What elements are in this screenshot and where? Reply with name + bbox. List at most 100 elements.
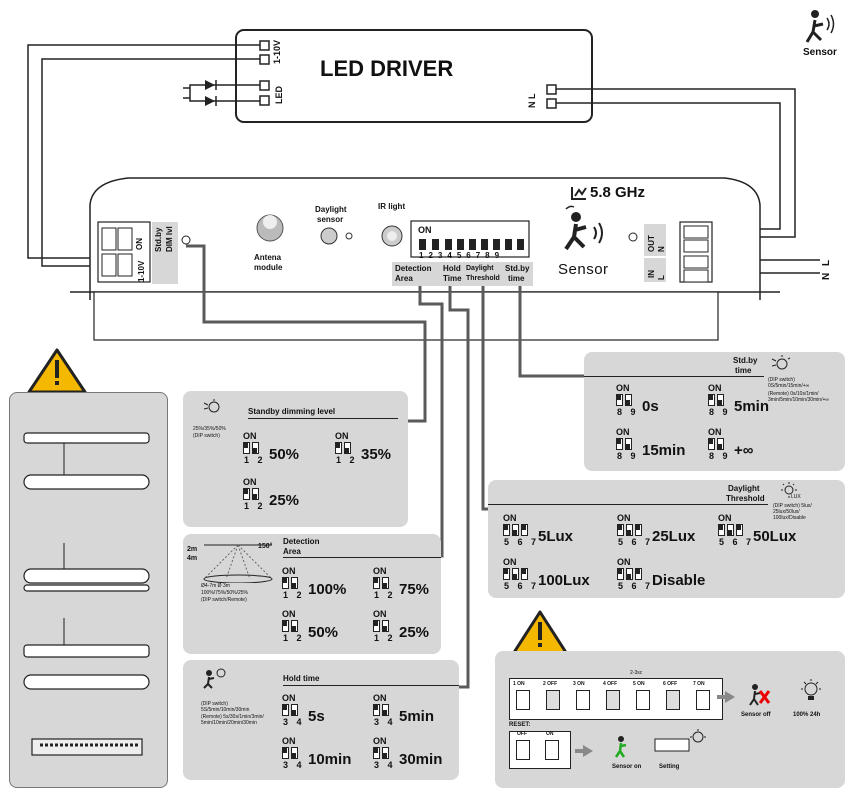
dim-lvl-terminal-label: DIM lvl <box>165 226 174 252</box>
detection-panel-title-1: Detection <box>283 537 320 546</box>
daylight-sensor-label-2: sensor <box>317 215 344 224</box>
dip-numbers: 5 6 7 <box>618 537 654 547</box>
dip-on-label: ON <box>503 513 517 523</box>
hold-desc: 5S/5min/10min/30min <box>201 707 250 713</box>
dip-on-label: ON <box>617 513 631 523</box>
led-driver-box <box>235 29 593 123</box>
option-value: +∞ <box>734 442 754 459</box>
dip-switch-icon <box>282 747 298 759</box>
port-1-10v-label: 1-10V <box>272 39 282 64</box>
reset-switch <box>606 690 620 710</box>
daylight-panel-title-1: Daylight <box>728 484 760 493</box>
installation-steps-panel <box>9 392 168 788</box>
on-terminal-label: ON <box>135 238 144 250</box>
dip-numbers: 5 6 7 <box>504 581 540 591</box>
option-value: 25% <box>399 624 430 641</box>
dip-on-label: ON <box>708 383 722 393</box>
dip-numbers: 5 6 7 <box>504 537 540 547</box>
reset-switch-label: ON <box>546 731 554 737</box>
dip-on-label: ON <box>282 693 296 703</box>
led-driver-title: LED DRIVER <box>320 56 454 81</box>
daylight-desc: 100lux/Disable <box>773 515 806 521</box>
hold-time-label-2: Time <box>443 274 462 283</box>
reset-switch-label: 3 ON <box>573 681 585 687</box>
v110-terminal-label: 1-10V <box>137 260 146 282</box>
dip-numbers: 3 4 <box>283 717 305 727</box>
sun-icon <box>778 482 800 503</box>
lightbulb-icon <box>769 354 791 379</box>
reset-switch-label: OFF <box>517 731 527 737</box>
standby-time-label-1: Std.by <box>505 264 530 273</box>
dip-switch-icon <box>282 620 298 632</box>
option-value: 25Lux <box>652 528 696 545</box>
dip-numbers: 1 2 <box>283 590 305 600</box>
daylight-threshold-label-2: Threshold <box>466 275 500 282</box>
dip-switch-icon <box>616 438 632 450</box>
corner-sensor-label: Sensor <box>803 47 837 58</box>
option-value: Disable <box>652 572 706 589</box>
reset-icons <box>575 679 821 758</box>
port-nl-label: N L <box>527 93 537 109</box>
hold-panel-title: Hold time <box>283 674 320 683</box>
standby-dimming-panel: Standby dimming level 25%/35%/50% (DIP s… <box>183 391 408 527</box>
in-terminal-label: IN <box>647 270 656 278</box>
dip-on-label: ON <box>418 225 432 235</box>
daylight-sensor-label-1: Daylight <box>315 205 347 214</box>
detection-panel-title-2: Area <box>283 547 301 556</box>
dip-on-label: ON <box>282 736 296 746</box>
dip-numbers: 5 6 7 <box>719 537 755 547</box>
sensor-off-label: Sensor off <box>741 712 771 718</box>
dip-on-label: ON <box>243 477 257 487</box>
dip-on-label: ON <box>373 609 387 619</box>
option-value: 50% <box>269 446 300 463</box>
ir-light-label: IR light <box>378 202 406 211</box>
full-24h-label: 100% 24h <box>793 712 821 718</box>
detection-range: Ø4-7m Ø 3m <box>201 583 230 589</box>
dip-switch-icon <box>243 442 259 454</box>
detection-area-panel: Detection Area 150° 2m 4m Ø4-7m Ø 3m 100… <box>183 534 441 654</box>
dip-numbers: 1 2 <box>283 633 305 643</box>
dip-switch-icon <box>373 577 389 589</box>
radar-icon <box>570 185 588 206</box>
dip-switch-icon <box>718 524 743 536</box>
dip-switch-icon <box>282 577 298 589</box>
dip-number-row: 123456789 <box>419 251 505 260</box>
detection-area-label-2: Area <box>395 274 413 283</box>
standby-dim-desc: 25%/35%/50% <box>193 426 226 432</box>
option-value: 5Lux <box>538 528 574 545</box>
sensor-person-icon <box>803 4 839 53</box>
option-value: 30min <box>399 751 443 768</box>
dip-numbers: 1 2 <box>336 455 358 465</box>
dip-on-label: ON <box>617 557 631 567</box>
std-by-terminal-label: Std.by <box>154 227 163 252</box>
lux-label: LUX <box>791 494 801 500</box>
antenna-label-2: module <box>254 263 283 272</box>
reset-switch-label: 4 OFF <box>603 681 618 687</box>
mains-l-label: L <box>821 259 832 266</box>
dip-numbers: 8 9 <box>617 451 639 461</box>
standby-time-label-2: time <box>508 274 525 283</box>
dip-numbers: 1 2 <box>244 455 266 465</box>
reset-switch-label: 1 ON <box>513 681 525 687</box>
dip-switch-icon <box>243 488 259 500</box>
dip-on-label: ON <box>718 513 732 523</box>
frequency-label: 5.8 GHz <box>590 184 646 201</box>
dip-numbers: 1 2 <box>244 501 266 511</box>
option-value: 5min <box>399 708 435 725</box>
standby-dim-desc: (DIP switch) <box>193 433 220 439</box>
height-4m: 4m <box>187 555 198 562</box>
dip-switch-icon <box>708 394 724 406</box>
detection-desc: 100%/75%/50%/25% <box>201 590 248 596</box>
reset-switch-label: 5 ON <box>633 681 645 687</box>
dip-on-label: ON <box>708 427 722 437</box>
daylight-threshold-label-1: Daylight <box>466 265 494 272</box>
dip-on-label: ON <box>373 693 387 703</box>
dip-switch-icon <box>503 524 528 536</box>
daylight-desc: 25lux/50lux/ <box>773 509 800 515</box>
dip-numbers: 1 2 <box>374 590 396 600</box>
hold-desc: (DIP switch) <box>201 701 228 707</box>
dip-on-label: ON <box>616 383 630 393</box>
standby-panel-title-2: time <box>735 366 752 375</box>
option-value: 5s <box>308 708 325 725</box>
